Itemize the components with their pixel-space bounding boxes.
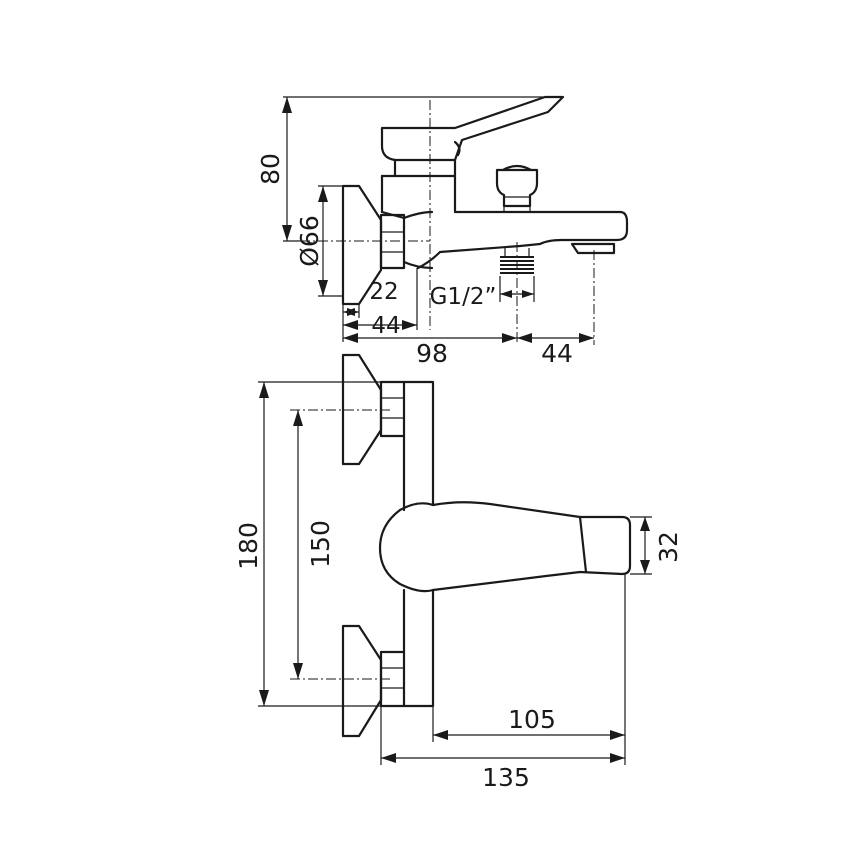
dim-80-label: 80 [256, 153, 285, 185]
dim-thread-label: G1/2” [430, 284, 497, 310]
dimensions: 80 Ø66 22 44 G1/2” 98 [234, 96, 683, 792]
dim-105-label: 105 [508, 705, 556, 734]
front-view [290, 353, 632, 738]
dim-32-label: 32 [654, 531, 683, 563]
dim-150-label: 150 [306, 520, 335, 568]
side-spout-outlet [570, 242, 616, 255]
dim-44-depth-label: 44 [371, 313, 400, 339]
dim-98-label: 98 [416, 339, 448, 368]
side-diverter-knob [495, 168, 539, 208]
side-lever-handle [380, 95, 565, 162]
side-mixer-body [380, 174, 629, 270]
dim-diameter-66-label: Ø66 [295, 215, 324, 267]
dim-22-label: 22 [369, 279, 398, 305]
dim-180-label: 180 [234, 522, 263, 570]
front-handle-spout [378, 501, 632, 593]
front-mixer-body [402, 380, 435, 708]
side-view [300, 95, 629, 345]
front-bottom-flange [341, 624, 383, 738]
dim-135-label: 135 [482, 763, 530, 792]
dim-44-spout-label: 44 [541, 339, 573, 368]
front-top-nut [379, 380, 406, 438]
side-body-neck [402, 210, 434, 220]
